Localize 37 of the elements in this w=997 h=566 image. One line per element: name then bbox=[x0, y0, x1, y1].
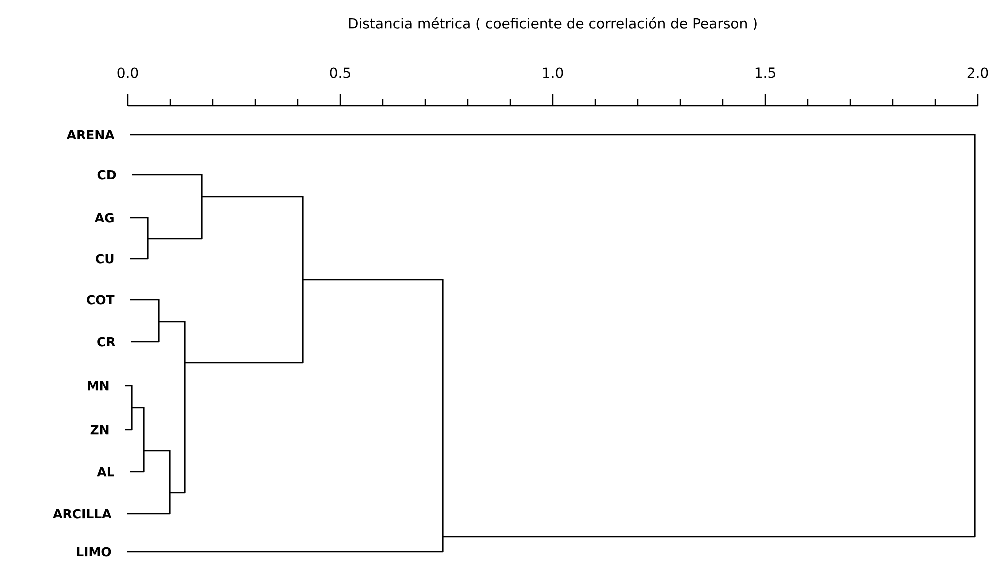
dendrogram-link bbox=[159, 321, 185, 323]
dendrogram-link bbox=[130, 258, 148, 260]
leaf-label: COT bbox=[87, 295, 115, 305]
leaf-label: ARENA bbox=[66, 130, 115, 140]
tick-label: 2.0 bbox=[968, 68, 988, 78]
dendrogram-link bbox=[130, 299, 159, 301]
dendrogram-link bbox=[127, 551, 443, 553]
dendrogram-link bbox=[127, 513, 170, 515]
leaf-label: MN bbox=[88, 381, 109, 391]
dendrogram-link bbox=[132, 174, 202, 176]
dendrogram-link bbox=[202, 196, 303, 198]
dendrogram-link bbox=[170, 492, 185, 494]
dendrogram-link bbox=[131, 341, 159, 343]
dendrogram-link bbox=[125, 429, 132, 431]
leaf-label: CD bbox=[98, 170, 116, 180]
leaf-label: CR bbox=[98, 337, 116, 347]
dendrogram-link bbox=[130, 134, 975, 136]
leaf-label: ZN bbox=[90, 425, 109, 435]
dendrogram-link bbox=[443, 536, 975, 538]
dendrogram-link bbox=[130, 471, 144, 473]
tick-label: 0.5 bbox=[330, 68, 350, 78]
leaf-label: LIMO bbox=[77, 547, 112, 557]
axis-title: Distancia métrica ( coeficiente de correlación de Pearson ) bbox=[349, 17, 757, 31]
dendrogram-link bbox=[125, 385, 132, 387]
dendrogram-link bbox=[132, 407, 144, 409]
tick-label: 1.5 bbox=[756, 68, 776, 78]
leaf-label: ARCILLA bbox=[53, 509, 112, 519]
dendrogram-link bbox=[144, 450, 170, 452]
leaf-label: AG bbox=[94, 213, 114, 223]
dendrogram-link bbox=[303, 279, 443, 281]
leaf-label: AL bbox=[97, 467, 114, 477]
tick-label: 0.0 bbox=[118, 68, 138, 78]
dendrogram-link bbox=[130, 217, 148, 219]
dendrogram-link bbox=[148, 238, 202, 240]
tick-label: 1.0 bbox=[543, 68, 564, 78]
dendrogram-link bbox=[185, 362, 303, 364]
leaf-label: CU bbox=[96, 254, 114, 264]
